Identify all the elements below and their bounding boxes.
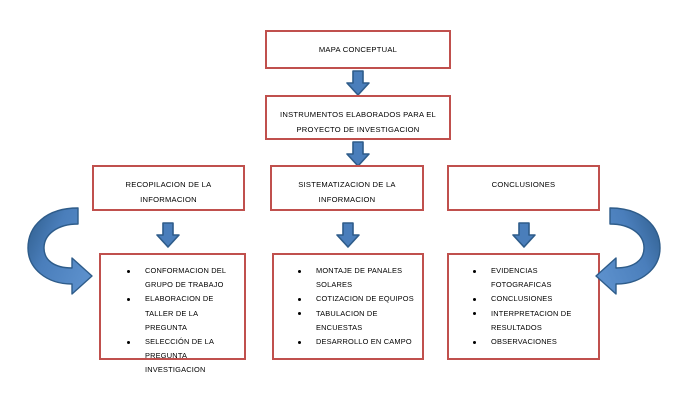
bullet-list-2: MONTAJE DE PANALES SOLARES COTIZACION DE… — [274, 255, 422, 349]
list-item-label: MONTAJE DE PANALES SOLARES — [316, 266, 403, 290]
list-item-label: ELABORACION DE TALLER DE LA PREGUNTA — [145, 294, 214, 332]
node-conclusiones-label: CONCLUSIONES — [491, 180, 556, 189]
list-item: COTIZACION DE EQUIPOS — [274, 292, 416, 306]
bullet-dot-icon — [473, 297, 476, 301]
arrow-down-icon-subtitle-to-branches — [345, 141, 371, 167]
list-item: TABULACION DE ENCUESTAS — [274, 307, 416, 335]
bullet-dot-icon — [127, 297, 130, 301]
list-item-label: COTIZACION DE EQUIPOS — [316, 294, 414, 304]
bullet-dot-icon — [473, 340, 476, 344]
bullet-dot-icon — [473, 312, 476, 316]
bullet-dot-icon — [473, 269, 476, 273]
node-list-recopilacion[interactable]: CONFORMACION DEL GRUPO DE TRABAJO ELABOR… — [99, 253, 246, 374]
list-item: CONFORMACION DEL GRUPO DE TRABAJO — [101, 264, 238, 292]
node-mapa-conceptual-label: MAPA CONCEPTUAL — [318, 45, 398, 54]
bullet-dot-icon — [298, 297, 301, 301]
list-item-label: SELECCIÓN DE LA PREGUNTA INVESTIGACION — [145, 337, 214, 375]
bullet-list-1: CONFORMACION DEL GRUPO DE TRABAJO ELABOR… — [101, 255, 244, 378]
node-conclusiones[interactable]: CONCLUSIONES — [447, 165, 600, 211]
list-item-label: CONCLUSIONES — [491, 294, 553, 304]
node-instrumentos-elaborados[interactable]: INSTRUMENTOS ELABORADOS PARA EL PROYECTO… — [265, 95, 451, 140]
list-item: EVIDENCIAS FOTOGRAFICAS — [449, 264, 592, 292]
list-item-label: TABULACION DE ENCUESTAS — [316, 308, 378, 332]
bullet-dot-icon — [127, 340, 130, 344]
list-item: INTERPRETACION DE RESULTADOS — [449, 307, 592, 335]
node-list-sistematizacion[interactable]: MONTAJE DE PANALES SOLARES COTIZACION DE… — [272, 253, 424, 360]
list-item-label: EVIDENCIAS FOTOGRAFICAS — [491, 266, 552, 290]
list-item-label: OBSERVACIONES — [491, 337, 557, 347]
curved-arrow-right-icon — [16, 198, 96, 298]
node-recopilacion-informacion-label: RECOPILACION DE LA INFORMACION — [125, 180, 212, 204]
arrow-down-icon-branch2-to-list2 — [335, 222, 361, 248]
list-item: CONCLUSIONES — [449, 292, 592, 306]
list-item-label: DESARROLLO EN CAMPO — [316, 337, 412, 347]
list-item: DESARROLLO EN CAMPO — [274, 335, 416, 349]
list-item: OBSERVACIONES — [449, 335, 592, 349]
list-item-label: INTERPRETACION DE RESULTADOS — [491, 308, 572, 332]
list-item: ELABORACION DE TALLER DE LA PREGUNTA — [101, 292, 238, 335]
arrow-down-icon-root-to-subtitle — [345, 70, 371, 96]
bullet-dot-icon — [127, 269, 130, 273]
node-sistematizacion-informacion-label: SISTEMATIZACION DE LA INFORMACION — [298, 180, 396, 204]
list-item: SELECCIÓN DE LA PREGUNTA INVESTIGACION — [101, 335, 238, 378]
arrow-down-icon-branch3-to-list3 — [511, 222, 537, 248]
bullet-dot-icon — [298, 269, 301, 273]
list-item-label: CONFORMACION DEL GRUPO DE TRABAJO — [145, 266, 226, 290]
bullet-dot-icon — [298, 340, 301, 344]
node-sistematizacion-informacion[interactable]: SISTEMATIZACION DE LA INFORMACION — [270, 165, 424, 211]
node-mapa-conceptual[interactable]: MAPA CONCEPTUAL — [265, 30, 451, 69]
curved-arrow-left-icon — [592, 198, 672, 298]
bullet-list-3: EVIDENCIAS FOTOGRAFICAS CONCLUSIONES INT… — [449, 255, 598, 349]
arrow-down-icon-branch1-to-list1 — [155, 222, 181, 248]
node-list-conclusiones[interactable]: EVIDENCIAS FOTOGRAFICAS CONCLUSIONES INT… — [447, 253, 600, 360]
bullet-dot-icon — [298, 312, 301, 316]
node-instrumentos-elaborados-label: INSTRUMENTOS ELABORADOS PARA EL PROYECTO… — [279, 110, 436, 134]
list-item: MONTAJE DE PANALES SOLARES — [274, 264, 416, 292]
node-recopilacion-informacion[interactable]: RECOPILACION DE LA INFORMACION — [92, 165, 245, 211]
